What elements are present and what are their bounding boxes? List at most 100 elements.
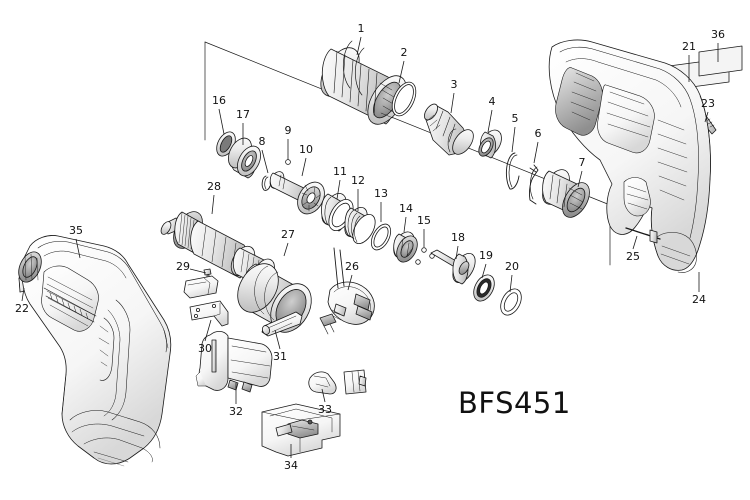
part-8-snap-ring (261, 175, 271, 191)
callout-leader-27 (283, 242, 289, 257)
callout-number-15: 15 (417, 214, 431, 227)
callout-leader-20 (509, 274, 513, 293)
part-24-housing-right-half (548, 39, 711, 273)
callout-7: 7 (577, 156, 586, 188)
callout-26: 26 (345, 260, 359, 291)
part-36-name-plate-right (698, 45, 743, 77)
callout-number-1: 1 (358, 22, 365, 35)
callout-leader-23 (704, 111, 709, 123)
callout-19: 19 (479, 249, 493, 279)
callout-number-19: 19 (479, 249, 493, 262)
callout-number-23: 23 (701, 97, 715, 110)
callout-number-5: 5 (512, 112, 519, 125)
callout-number-13: 13 (374, 187, 388, 200)
callout-number-27: 27 (281, 228, 295, 241)
part-7-gear-housing-cap (542, 169, 590, 218)
part-34-controller-box (261, 403, 341, 457)
callout-leader-5 (511, 126, 516, 153)
callout-35: 35 (69, 224, 83, 259)
part-26-brush-holder-assembly (319, 247, 375, 335)
part-15-steel-balls (415, 247, 435, 265)
callout-number-34: 34 (284, 459, 298, 472)
callout-number-26: 26 (345, 260, 359, 273)
model-name-label: BFS451 (458, 386, 571, 420)
callout-25: 25 (626, 235, 640, 263)
part-19-thrust-bearing (473, 274, 495, 302)
part-13-washer-ring (370, 223, 392, 251)
part-6-clutch-spring (529, 164, 539, 205)
callout-number-3: 3 (451, 78, 458, 91)
part-31-lever-bar (261, 311, 303, 337)
callout-leader-18 (455, 245, 459, 260)
callout-10: 10 (299, 143, 313, 177)
callout-number-16: 16 (212, 94, 226, 107)
callout-number-14: 14 (399, 202, 413, 215)
part-17-bearing-retainer (228, 137, 261, 179)
callout-layer: 1234567891011121314151617181920212223242… (15, 22, 725, 472)
callout-number-21: 21 (682, 40, 696, 53)
callout-36: 36 (711, 28, 725, 62)
callout-leader-14 (403, 216, 407, 233)
part-10-drive-spindle (269, 171, 325, 215)
part-33-trigger-cap (308, 371, 337, 395)
callout-number-2: 2 (401, 46, 408, 59)
callout-13: 13 (374, 187, 388, 222)
callout-15: 15 (417, 214, 431, 247)
callout-29: 29 (176, 260, 207, 274)
callout-leader-29 (189, 268, 207, 274)
callout-number-28: 28 (207, 180, 221, 193)
callout-number-10: 10 (299, 143, 313, 156)
callout-number-20: 20 (505, 260, 519, 273)
callout-leader-11 (336, 179, 341, 200)
callout-number-7: 7 (579, 156, 586, 169)
callout-number-29: 29 (176, 260, 190, 273)
callout-leader-1 (356, 36, 362, 56)
callout-number-9: 9 (285, 124, 292, 137)
callout-number-18: 18 (451, 231, 465, 244)
callout-8: 8 (259, 135, 269, 174)
part-14-pinion-gear (393, 231, 418, 263)
callout-leader-35 (75, 238, 81, 259)
callout-leader-30 (204, 319, 212, 342)
callout-6: 6 (533, 127, 542, 164)
callout-number-17: 17 (236, 108, 250, 121)
callout-30: 30 (198, 319, 212, 355)
callout-number-30: 30 (198, 342, 212, 355)
callout-32: 32 (229, 383, 243, 418)
callout-leader-6 (533, 141, 539, 164)
callout-leader-7 (577, 170, 583, 188)
callout-24: 24 (692, 272, 706, 306)
callout-leader-28 (211, 194, 215, 215)
callout-number-36: 36 (711, 28, 725, 41)
part-32-switch-assembly (195, 330, 273, 393)
part-9-steel-ball (285, 159, 291, 165)
callout-14: 14 (399, 202, 413, 233)
part-2-o-ring (391, 81, 417, 117)
callout-23: 23 (701, 97, 715, 123)
part-33-terminal-block (343, 369, 367, 395)
callout-leader-31 (274, 329, 281, 350)
callout-leader-10 (301, 157, 307, 177)
callout-number-33: 33 (318, 403, 332, 416)
part-1-chuck-sleeve (320, 40, 407, 125)
part-20-flat-washer (500, 288, 522, 316)
callout-16: 16 (212, 94, 226, 135)
callout-5: 5 (511, 112, 519, 153)
callout-number-6: 6 (535, 127, 542, 140)
callout-12: 12 (351, 174, 365, 211)
callout-17: 17 (236, 108, 250, 145)
callout-number-4: 4 (489, 95, 496, 108)
callout-33: 33 (318, 388, 332, 416)
callout-number-32: 32 (229, 405, 243, 418)
part-25-machine-screw (625, 227, 661, 244)
part-18-clutch-plate-shaft (430, 249, 476, 285)
callout-leader-2 (398, 60, 405, 84)
callout-9: 9 (285, 124, 292, 160)
part-5-retaining-ring (505, 152, 520, 190)
callout-leader-3 (450, 92, 455, 114)
callout-leader-22 (21, 287, 25, 302)
callout-11: 11 (333, 165, 347, 200)
part-29-brush-plate (183, 275, 219, 299)
